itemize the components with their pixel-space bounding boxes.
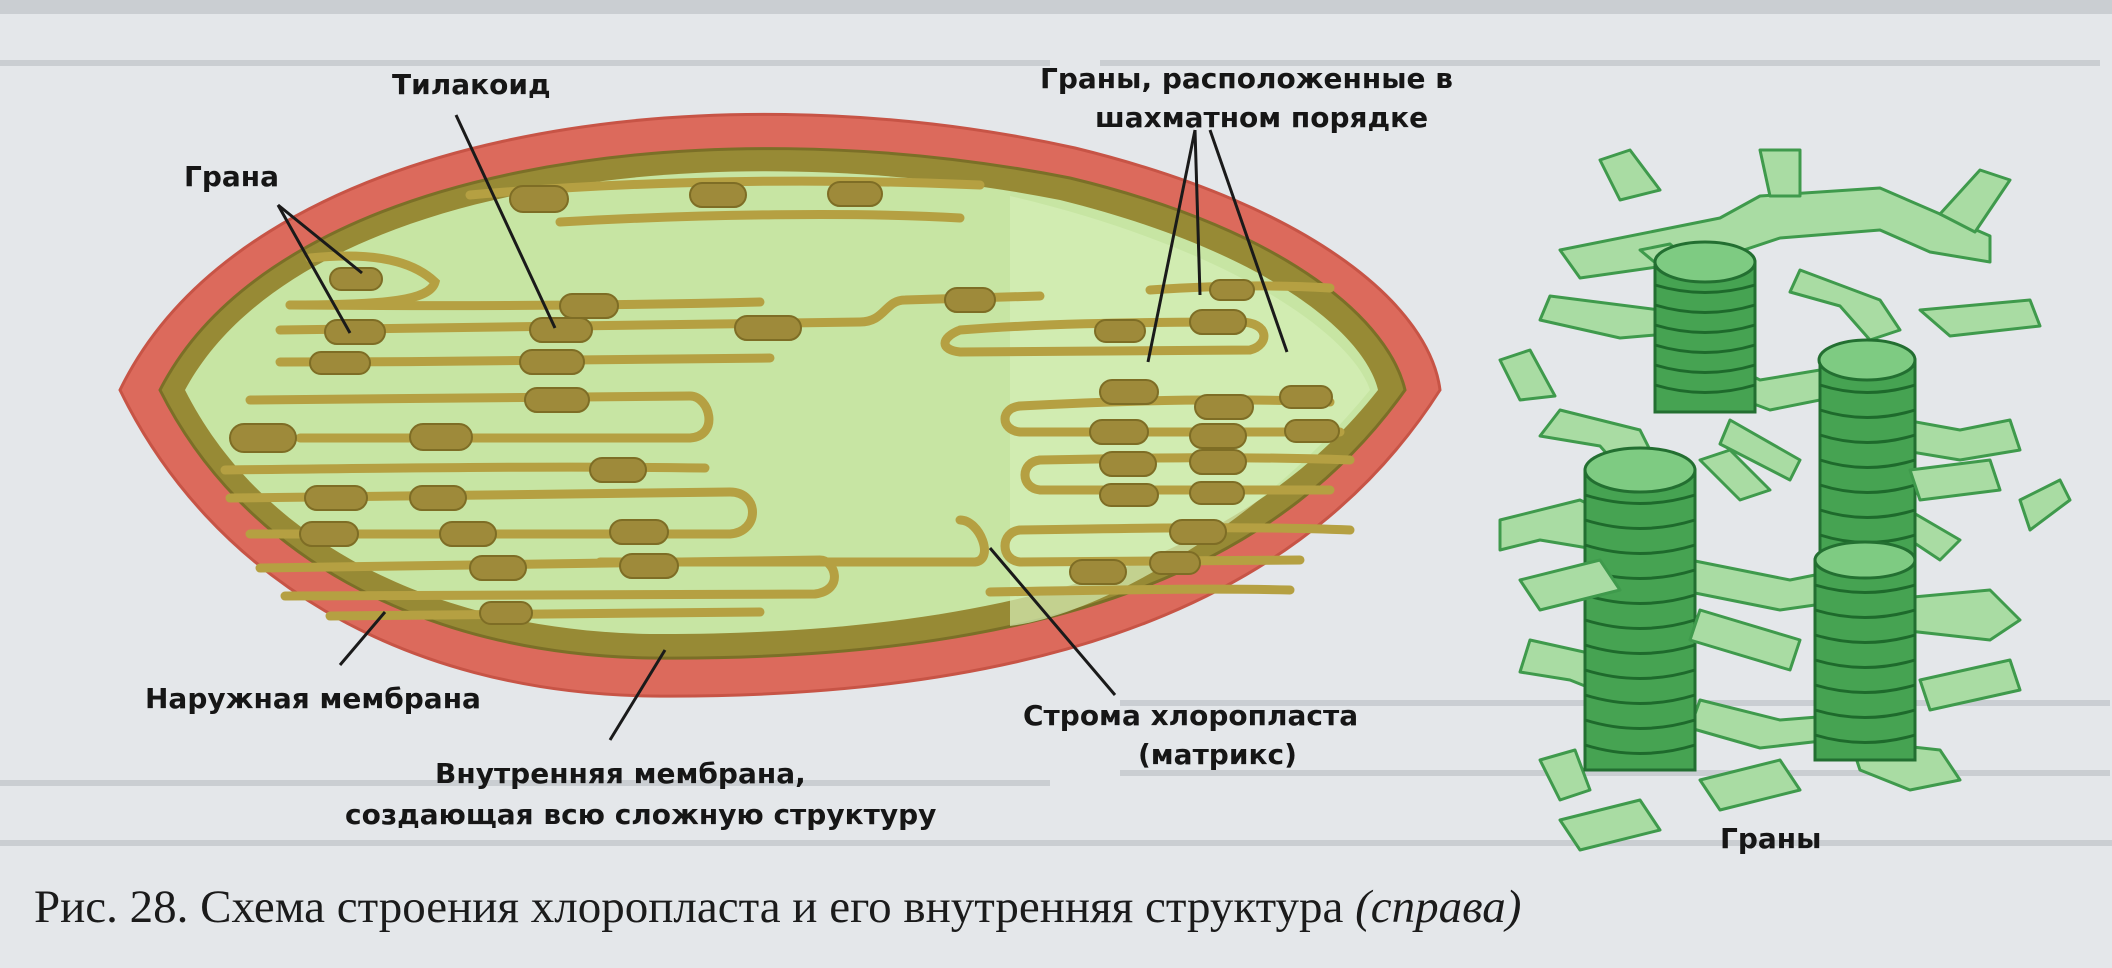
granum-stack-top [1653, 240, 1757, 414]
grana-network-3d [1498, 148, 2072, 852]
granum-stack-front [1583, 446, 1697, 772]
label-granum: Грана [184, 160, 280, 193]
granum-stack-right [1817, 338, 1917, 562]
chloroplast-diagram [118, 112, 1442, 698]
grana-discs [229, 181, 1340, 625]
figure-caption-main: Рис. 28. Схема строения хлоропласта и ег… [34, 881, 1344, 933]
label-staggered-grana-line2: шахматном порядке [1095, 101, 1429, 134]
figure-caption: Рис. 28. Схема строения хлоропласта и ег… [34, 880, 1521, 934]
label-staggered-grana-line1: Граны, расположенные в [1040, 62, 1454, 95]
label-grana-right: Граны [1720, 822, 1822, 855]
label-outer-membrane: Наружная мембрана [145, 682, 481, 715]
granum-stack-lower-right [1813, 540, 1917, 762]
stroma-light-region [1010, 196, 1370, 626]
label-stroma-line1: Строма хлоропласта [1023, 699, 1359, 732]
figure-caption-italic: (справа) [1355, 881, 1522, 933]
label-thylakoid: Тилакоид [392, 68, 551, 101]
label-inner-membrane-line2: создающая всю сложную структуру [345, 798, 937, 831]
label-stroma-line2: (матрикс) [1138, 738, 1297, 771]
leader-lines [276, 114, 1289, 741]
label-inner-membrane-line1: Внутренняя мембрана, [435, 757, 806, 790]
granum-stacks [1583, 240, 1917, 772]
thylakoid-network-front [1518, 418, 2022, 852]
